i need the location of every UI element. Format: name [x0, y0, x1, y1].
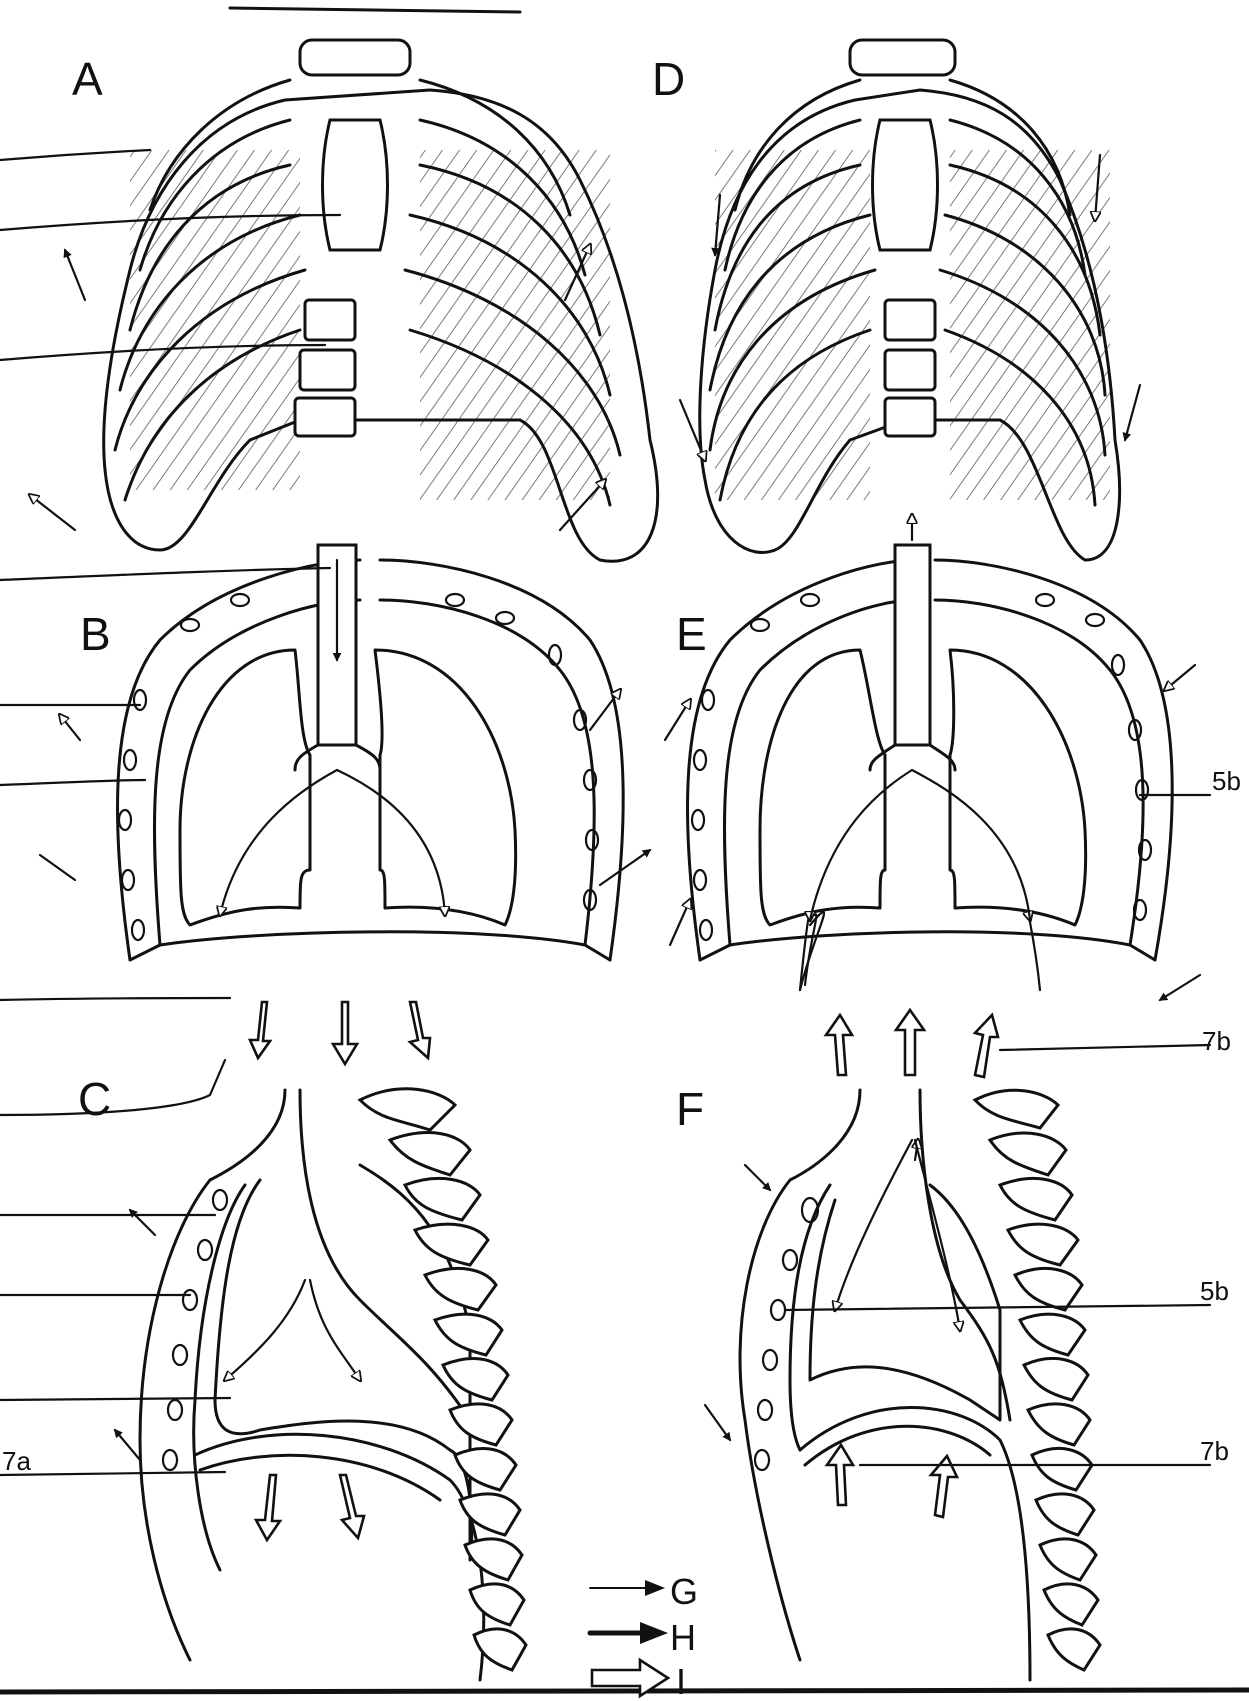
- panel-label-f: F: [676, 1083, 704, 1135]
- legend-label-h: H: [670, 1617, 696, 1658]
- panel-label-d: D: [652, 53, 685, 105]
- callout-5b-e: 5b: [1212, 766, 1241, 796]
- lateral-f: [705, 1090, 1100, 1680]
- legend-label-g: G: [670, 1571, 698, 1612]
- legend-label-i: I: [676, 1661, 686, 1701]
- spine-f: [975, 1090, 1100, 1670]
- leaders-e: [1000, 795, 1210, 1050]
- leaders-f: [785, 1305, 1210, 1465]
- spine-c: [360, 1089, 526, 1670]
- lungs-b: [40, 545, 650, 1064]
- hollow-arrows-c: [256, 1475, 364, 1540]
- callout-7b-f: 7b: [1200, 1436, 1229, 1466]
- callout-7b-e: 7b: [1202, 1026, 1231, 1056]
- panel-label-a: A: [72, 53, 103, 105]
- legend-item-h: H: [590, 1617, 696, 1658]
- hollow-arrows-e: [826, 1010, 998, 1077]
- ribcage-a: [30, 40, 658, 561]
- legend-item-g: G: [590, 1571, 698, 1612]
- legend-item-i: I: [592, 1660, 686, 1701]
- legend: G H I: [590, 1571, 698, 1701]
- ribcage-d: [680, 40, 1140, 560]
- lungs-e: [665, 515, 1200, 1077]
- callout-7a-c: 7a: [2, 1446, 31, 1476]
- callout-5b-f: 5b: [1200, 1276, 1229, 1306]
- panel-label-e: E: [676, 608, 707, 660]
- hollow-arrows-b: [250, 1002, 430, 1064]
- panel-label-b: B: [80, 608, 111, 660]
- hollow-arrows-f: [827, 1445, 957, 1517]
- panel-label-c: C: [78, 1073, 111, 1125]
- leaders-c: [0, 1215, 230, 1475]
- lateral-c: [115, 1089, 526, 1680]
